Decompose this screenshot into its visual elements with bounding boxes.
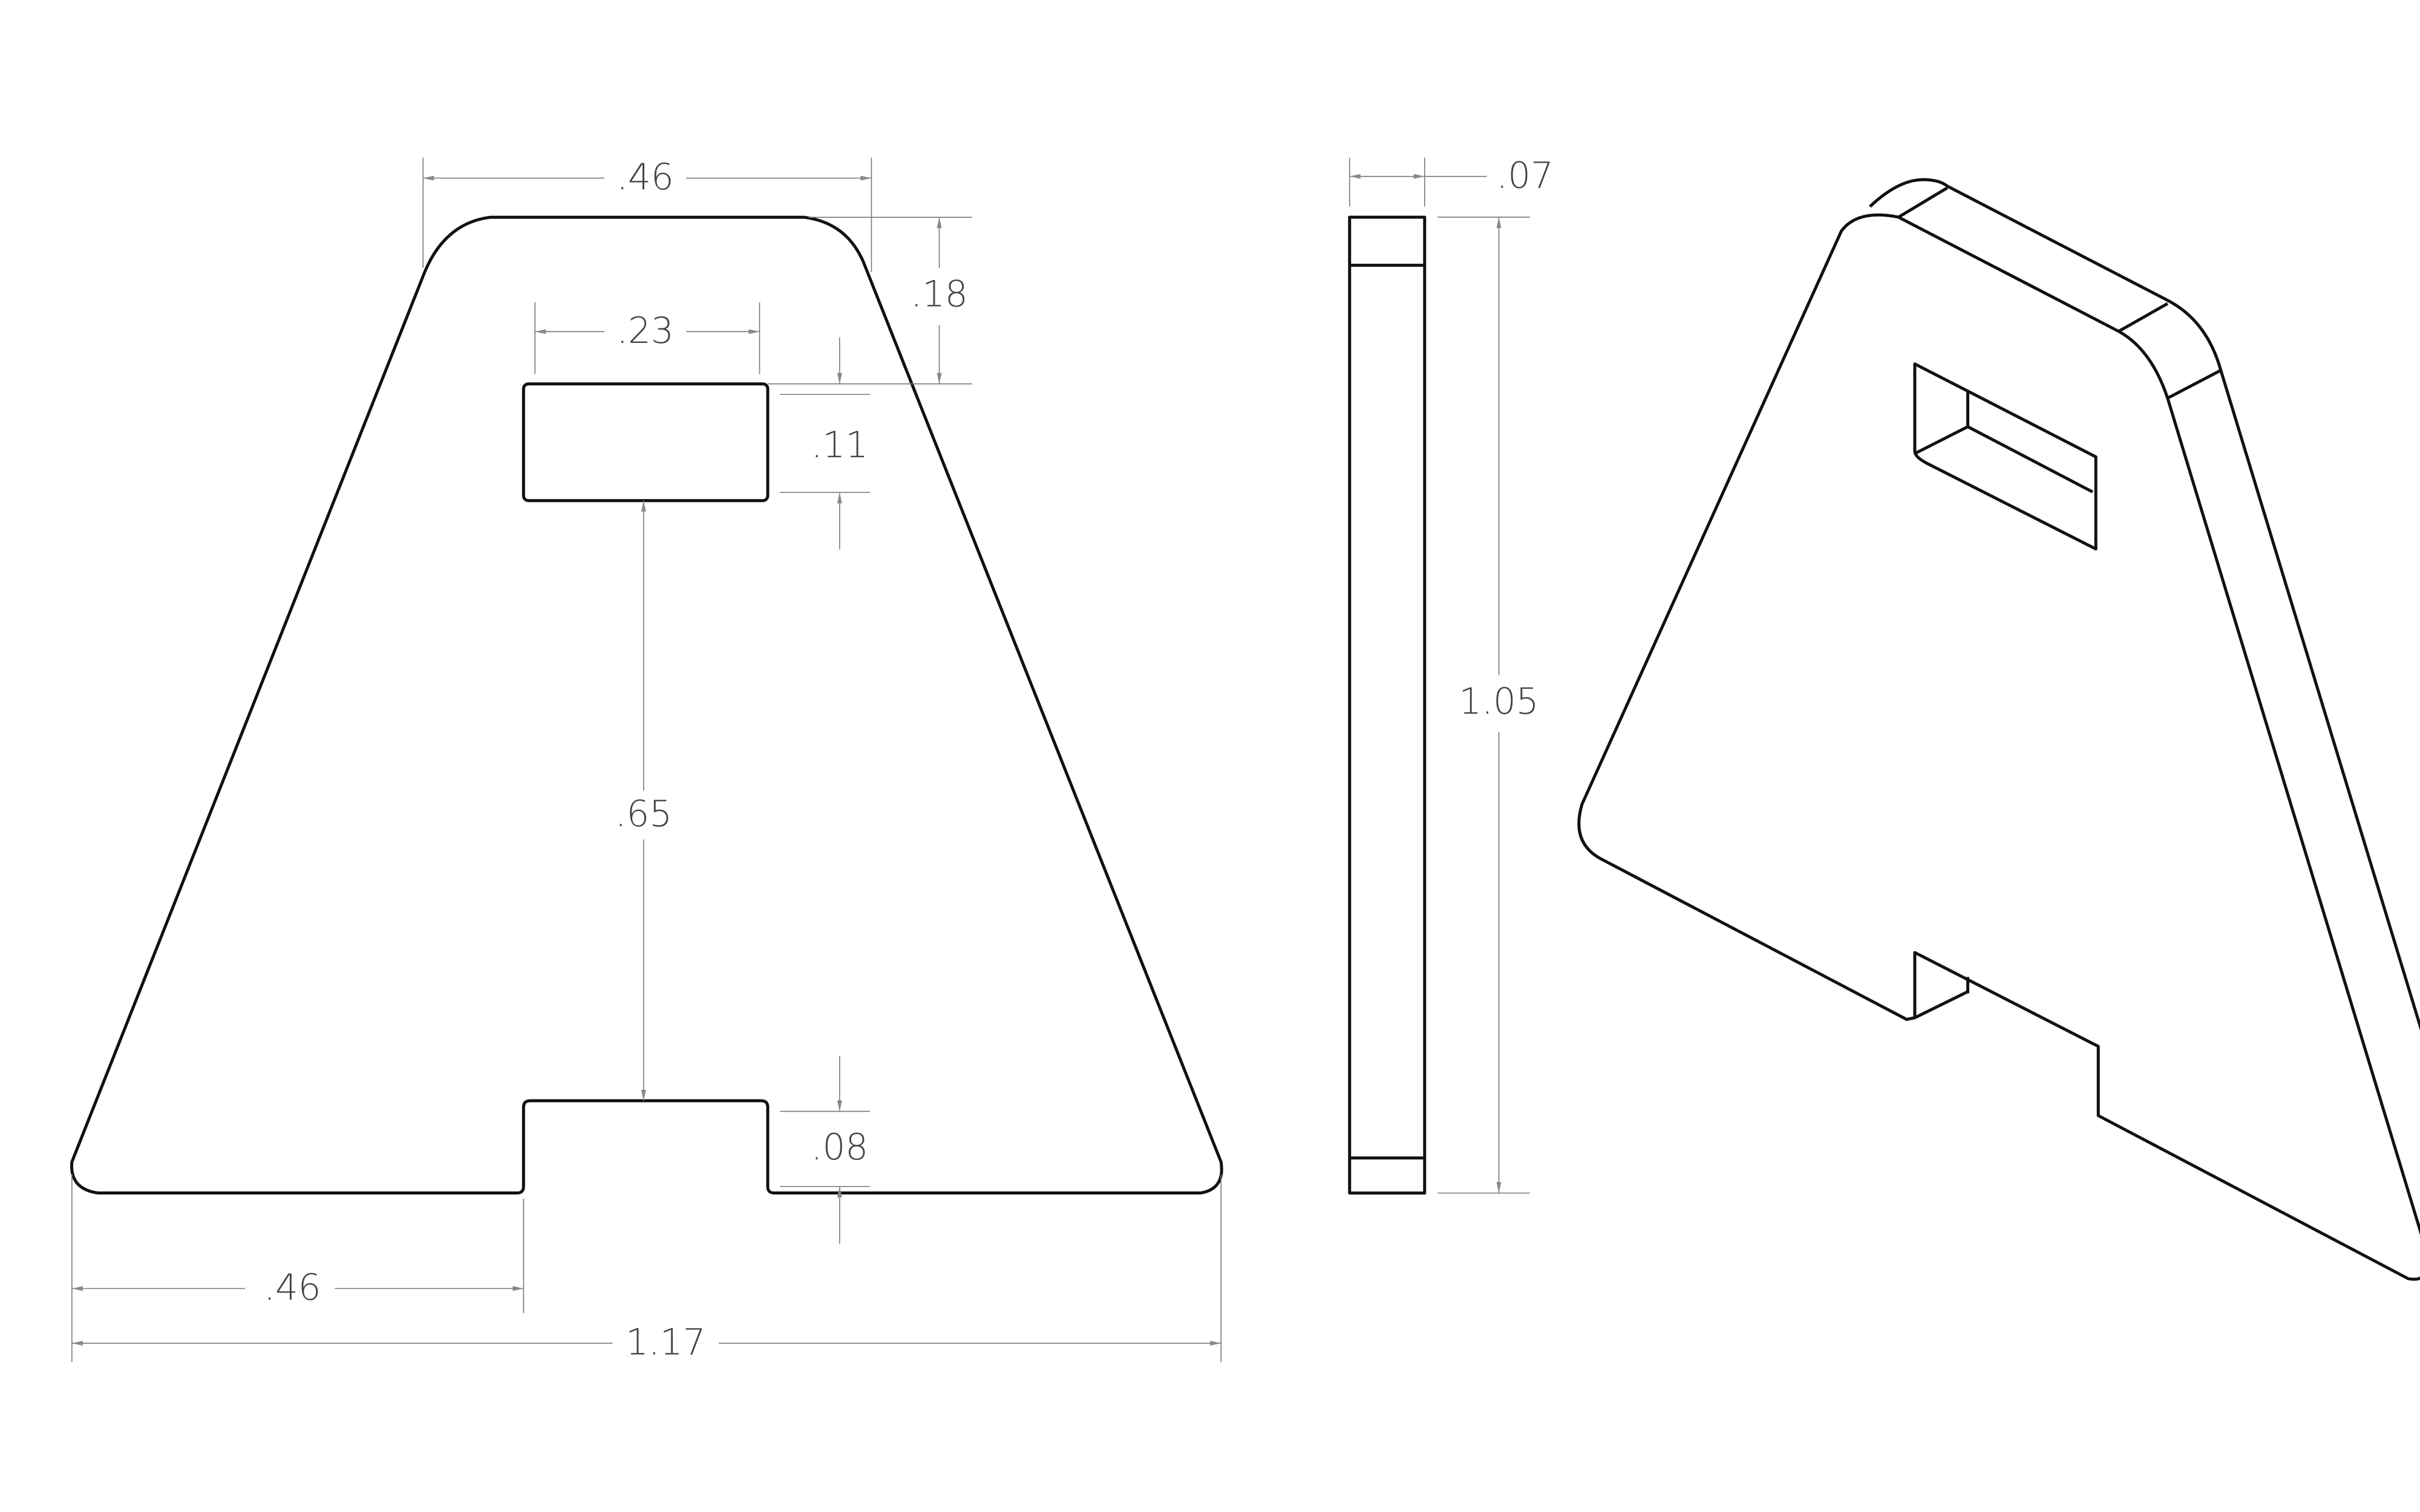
dim-top-to-hole: .18: [768, 217, 972, 383]
dim-label: .46: [264, 1267, 321, 1309]
front-rect-hole: [523, 384, 768, 501]
side-view: .07 1.05: [1350, 154, 1554, 1193]
dim-thickness: .07: [1350, 154, 1554, 206]
dim-label: .46: [616, 157, 673, 198]
iso-back-edge: [1870, 180, 2420, 1279]
dim-left-to-notch: .46: [72, 1175, 524, 1363]
isometric-view: [1579, 180, 2420, 1279]
dim-overall-height: 1.05: [1437, 217, 1539, 1193]
front-outline: [71, 217, 1221, 1193]
iso-notch: [1915, 977, 1968, 1017]
dim-overall-width: 1.17: [71, 1175, 1221, 1364]
iso-rect-hole: [1915, 364, 2096, 549]
dim-label: .07: [1496, 154, 1553, 196]
dim-label: .65: [615, 793, 672, 835]
dim-label: .18: [911, 273, 967, 315]
dim-notch-depth: .08: [780, 1056, 870, 1244]
dim-hole-width: .23: [535, 302, 759, 374]
side-outline: [1350, 217, 1425, 1193]
dim-hole-height: .11: [780, 337, 870, 550]
front-view: .46 .18 .23 .11 .6: [71, 157, 1221, 1364]
dim-label: .08: [811, 1127, 868, 1168]
dim-label: .11: [811, 425, 868, 466]
dim-top-width: .46: [423, 157, 871, 272]
dim-label: 1.05: [1459, 680, 1539, 722]
dim-label: .23: [616, 310, 673, 352]
dim-label: 1.17: [626, 1322, 705, 1364]
dim-hole-to-notch: .65: [615, 500, 672, 1101]
iso-front-face: [1579, 215, 2420, 1279]
